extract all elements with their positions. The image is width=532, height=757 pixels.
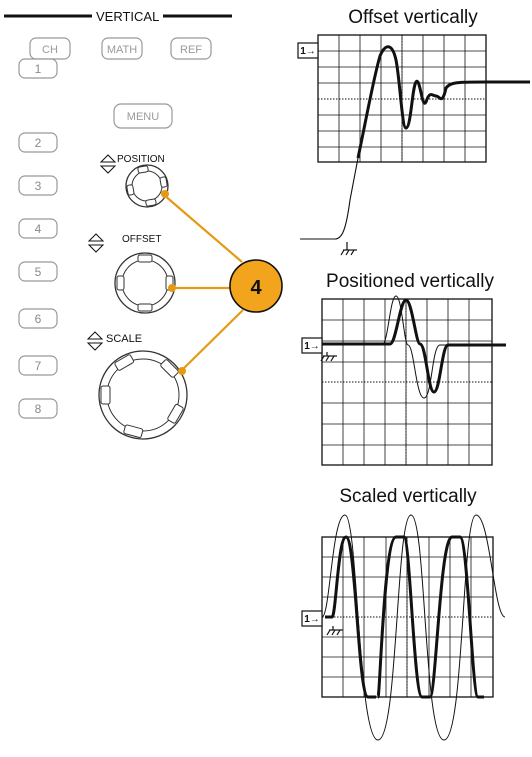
up-arrow-icon [99,154,117,163]
callout-number: 4 [250,277,262,299]
scale-label: SCALE [106,333,142,345]
svg-text:5: 5 [35,265,42,279]
scaled-large-sine-trace [321,514,506,741]
svg-text:4: 4 [35,222,42,236]
channel-marker-positioned: 1→ [301,337,323,354]
svg-text:CH: CH [42,44,58,56]
channel-marker-scaled: 1→ [301,610,323,627]
position-label: POSITION [117,154,165,165]
offset-label: OFFSET [122,234,161,245]
panel-scaled-vertically: Scaled vertically 1→ [301,486,506,741]
channel-marker-offset: 1→ [297,42,319,59]
offset-label-group: OFFSET [87,233,161,253]
position-knob-dot [161,190,169,198]
panel-positioned-vertically: Positioned vertically 1→ [301,271,506,466]
svg-text:6: 6 [35,312,42,326]
menu-button[interactable]: MENU [113,103,173,129]
channel-button-4[interactable]: 4 [18,218,58,239]
svg-text:MATH: MATH [107,44,137,56]
channel-button-6[interactable]: 6 [18,308,58,329]
positioned-trace [322,298,506,394]
scale-knob[interactable] [98,350,188,440]
channel-button-2[interactable]: 2 [18,132,58,153]
callout-leader-scale [179,309,244,373]
up-arrow-icon [87,233,105,242]
offset-baseline-trace [300,157,359,240]
ground-symbol-icon [320,352,337,362]
offset-step-trace [356,45,530,159]
up-arrow-icon [86,331,104,340]
callout-4: 4 [161,190,283,375]
callout-leader-position [163,194,243,263]
position-label-group: POSITION [99,154,165,174]
offset-knob[interactable] [114,252,176,314]
svg-text:7: 7 [35,359,42,373]
ground-symbol-icon [326,626,343,636]
svg-text:3: 3 [35,179,42,193]
ch-button[interactable]: CH [29,37,71,60]
callout-badge [229,259,283,313]
scale-label-group: SCALE [86,331,142,351]
svg-text:1→: 1→ [304,614,320,625]
down-arrow-icon [86,342,104,351]
svg-text:8: 8 [35,402,42,416]
svg-text:2: 2 [35,136,42,150]
math-button[interactable]: MATH [101,37,143,60]
channel-button-1[interactable]: 1 [18,58,58,79]
ground-symbol-icon [340,242,357,256]
svg-text:1→: 1→ [300,46,316,57]
offset-knob-dot [168,284,176,292]
panel-offset-vertically: Offset vertically 1→ [297,7,530,256]
scale-knob-dot [178,367,186,375]
down-arrow-icon [87,244,105,253]
svg-text:1: 1 [35,62,42,76]
ref-button[interactable]: REF [170,37,212,60]
svg-text:REF: REF [180,44,202,56]
svg-text:1→: 1→ [304,341,320,352]
vertical-control-panel: VERTICAL CH MATH REF 1 2 3 [4,9,232,440]
position-knob[interactable] [125,164,169,208]
vertical-header: VERTICAL [96,9,159,24]
channel-button-5[interactable]: 5 [18,261,58,282]
svg-text:MENU: MENU [127,111,159,123]
scope-grid-positioned [321,298,493,466]
channel-button-3[interactable]: 3 [18,175,58,196]
panel-title-scaled: Scaled vertically [339,486,477,507]
channel-button-8[interactable]: 8 [18,398,58,419]
panel-title-offset: Offset vertically [348,7,478,28]
positioned-reference-trace [330,295,505,399]
down-arrow-icon [99,165,117,174]
panel-title-positioned: Positioned vertically [326,271,494,292]
scaled-bold-sine-trace [325,535,484,699]
channel-button-7[interactable]: 7 [18,355,58,376]
